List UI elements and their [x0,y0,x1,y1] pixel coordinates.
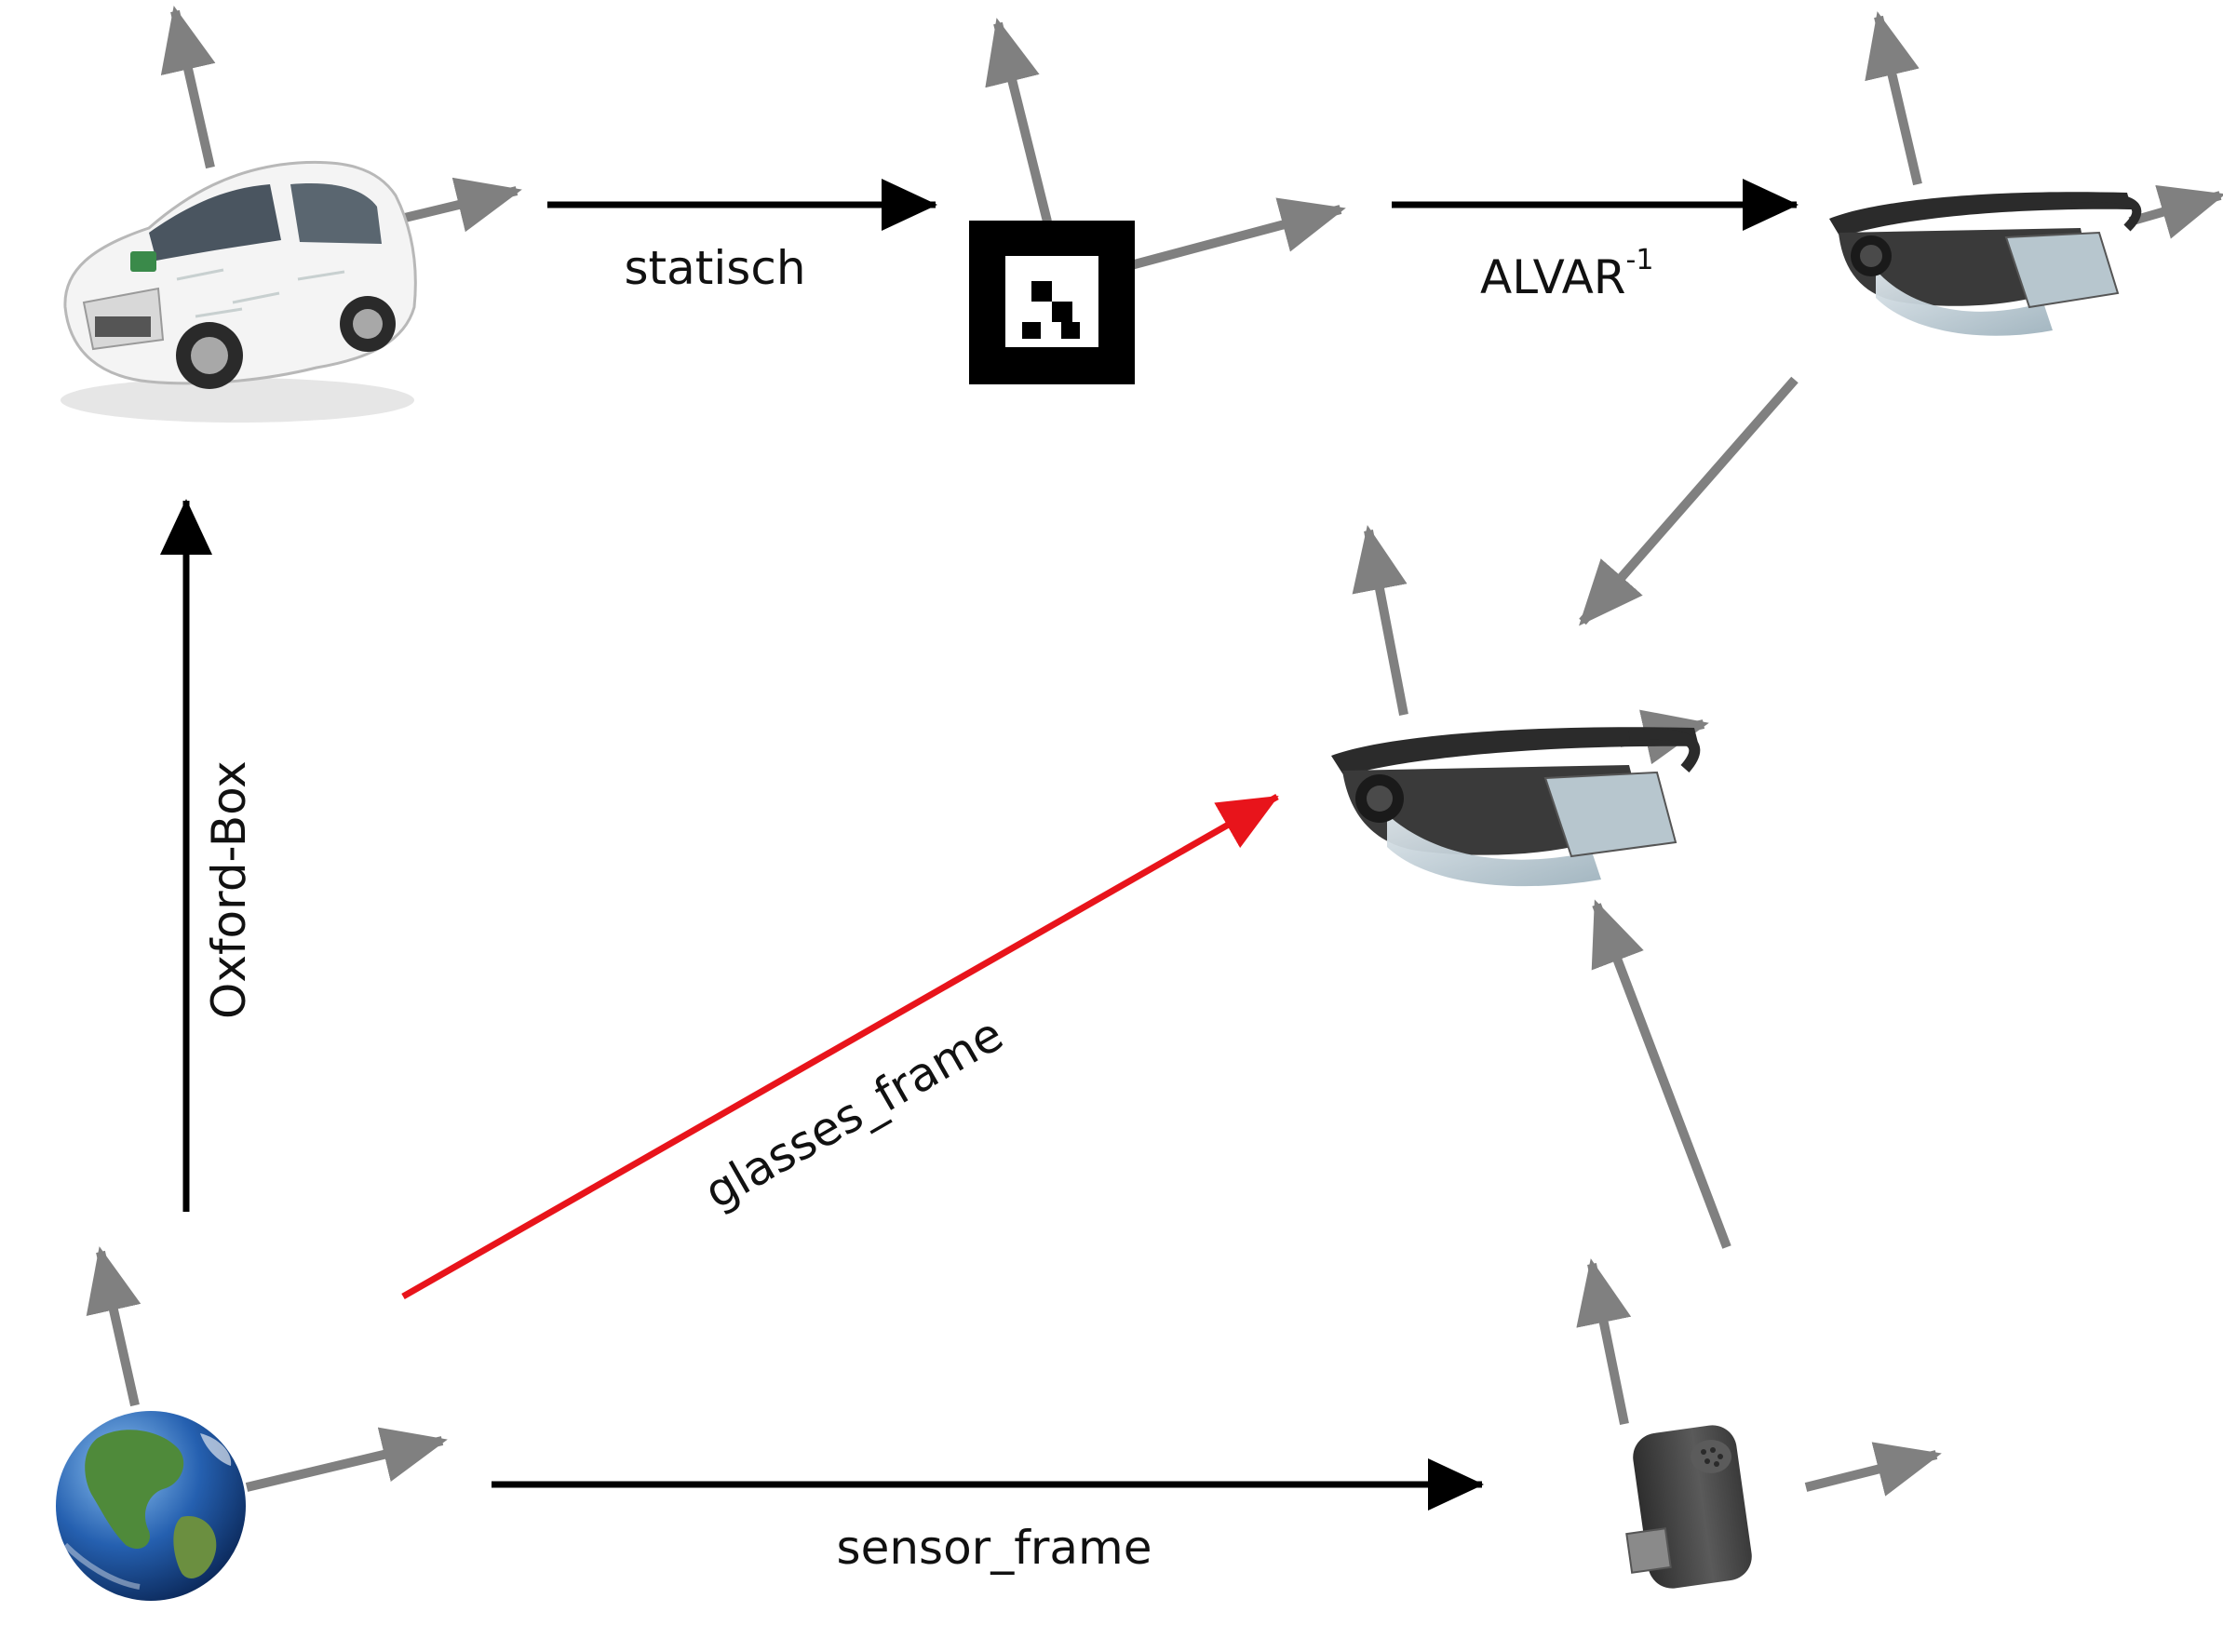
alvar-marker-icon [969,221,1135,384]
edge-glasses-frame: glasses_frame [401,793,1279,1300]
car-node [61,6,522,423]
glasses-top-node [1829,11,2223,336]
edge-glasses-top-to-mid [1579,376,1799,626]
earth-globe-icon [56,1411,246,1601]
sensor-axis-right [1804,1442,1942,1497]
glasses-mid-axis-up [1352,525,1408,716]
edge-oxford-box: Oxford-Box [160,499,256,1212]
car-axis-up [160,6,216,169]
sensor-axis-up [1576,1258,1632,1425]
world-axis-right [245,1427,448,1492]
edge-sensor-frame: sensor_frame [492,1458,1484,1575]
marker-axis-up [985,18,1052,223]
edge-alvar-inverse: ALVAR-1 [1392,179,1799,304]
edge-sensor-to-glasses-mid [1591,899,1731,1249]
edge-label-statisch: statisch [624,241,805,295]
glasses-top-axis-up [1865,11,1922,186]
edge-label-alvar: ALVAR-1 [1480,244,1653,304]
sensor-node [1576,1258,1942,1589]
marker-node [969,18,1346,384]
edge-label-oxford-box: Oxford-Box [202,760,256,1019]
ar-glasses-icon [1331,727,1701,887]
imu-sensor-icon [1625,1425,1752,1589]
marker-axis-right [1129,197,1346,270]
car-icon [61,160,417,423]
edge-label-sensor-frame: sensor_frame [837,1521,1152,1575]
edge-statisch: statisch [547,179,937,295]
world-axis-up [86,1246,141,1407]
glasses-top-axis-right [2128,184,2223,239]
world-node [56,1246,448,1601]
edge-label-alvar-superscript: -1 [1626,244,1654,276]
ar-glasses-icon [1829,192,2142,336]
glasses-mid-node [1331,525,1709,887]
